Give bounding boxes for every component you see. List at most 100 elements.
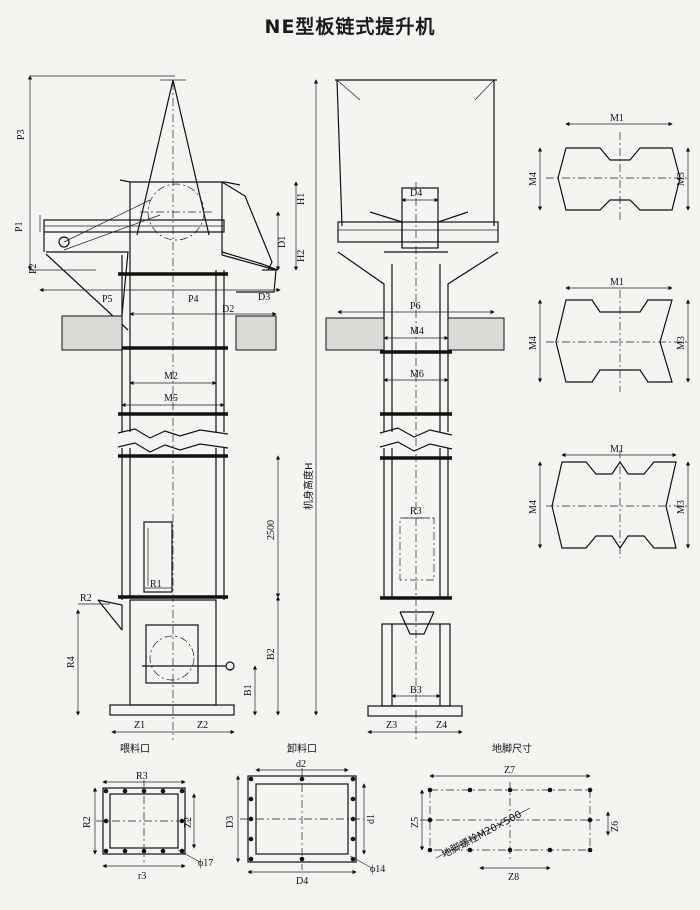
caption-foundation: 地脚尺寸: [492, 742, 532, 755]
bolt-hole: [350, 816, 356, 822]
dimension-labels: P3 P1 P2 P5 P4 D3 D2 H1 H2 D1 M2 M5 机身高度…: [14, 113, 687, 887]
profile-3: [537, 450, 691, 558]
dim-z7: Z7: [504, 765, 515, 776]
bolt-hole: [299, 776, 305, 782]
bolt-hole: [427, 847, 433, 853]
dim-m5: M5: [164, 393, 178, 404]
dim-m6: M6: [410, 369, 424, 380]
profile-2: [537, 285, 691, 392]
dim-m2: M2: [164, 371, 178, 382]
dim-d4-side: D4: [410, 188, 422, 199]
dim-z2-feed: Z2: [183, 817, 194, 828]
dim-b3: B3: [410, 685, 422, 696]
bolt-hole: [122, 788, 128, 794]
dim-m4-side: M4: [410, 326, 424, 337]
bolt-label: 地脚螺栓M20×500: [439, 807, 524, 860]
dim-p3: P3: [16, 129, 27, 140]
bolt-hole: [507, 787, 513, 793]
bolt-hole: [547, 787, 553, 793]
dim-p5: P5: [102, 294, 113, 305]
dim-m3-c: M3: [676, 500, 687, 514]
bolt-hole: [248, 856, 254, 862]
dim-h2: H2: [296, 250, 307, 262]
side-view: [325, 79, 505, 740]
discharge-outlet-detail: [235, 767, 373, 875]
bolt-hole: [248, 816, 254, 822]
dim-m4-c: M4: [528, 500, 539, 514]
bolt-hole: [248, 776, 254, 782]
dim-d1: D1: [277, 236, 288, 248]
dim-d2: D2: [222, 304, 234, 315]
dim-m3-b: M3: [676, 336, 687, 350]
bolt-hole: [179, 848, 185, 854]
dim-z6: Z6: [610, 821, 621, 832]
drawing-title: NE型板链式提升机: [264, 16, 436, 38]
dim-b2: B2: [266, 648, 277, 660]
caption-feed: 喂料口: [120, 742, 150, 755]
dim-m1-a: M1: [610, 113, 624, 124]
dim-r3-feed: R3: [136, 771, 148, 782]
dim-p2: P2: [28, 263, 39, 274]
dim-b1: B1: [243, 684, 254, 696]
dim-phi14: ϕ14: [370, 864, 385, 875]
bolt-hole: [467, 847, 473, 853]
dim-z1: Z1: [134, 720, 145, 731]
bolt-hole: [350, 776, 356, 782]
bolt-hole: [103, 788, 109, 794]
bolt-hole: [350, 856, 356, 862]
bolt-hole: [179, 818, 185, 824]
front-view: [27, 75, 319, 740]
bolt-hole: [427, 817, 433, 823]
dim-m1-c: M1: [610, 444, 624, 455]
bolt-hole: [103, 848, 109, 854]
dim-h1: H1: [296, 193, 307, 205]
bolt-hole: [547, 847, 553, 853]
dim-m4-a: M4: [528, 172, 539, 186]
dim-z5: Z5: [410, 817, 421, 828]
dim-r2-feed: R2: [82, 816, 93, 828]
dim-z4: Z4: [436, 720, 447, 731]
bolt-hole: [587, 787, 593, 793]
dim-d3-dis: D3: [225, 816, 236, 828]
bolt-hole: [350, 836, 356, 842]
bolt-hole: [299, 856, 305, 862]
foundation-detail: [419, 773, 611, 871]
bolt-hole: [103, 818, 109, 824]
dim-p6: P6: [410, 301, 421, 312]
dim-p4: P4: [188, 294, 199, 305]
dim-r2: R2: [80, 593, 92, 604]
bolt-hole: [427, 787, 433, 793]
bolt-hole: [248, 796, 254, 802]
bolt-hole: [587, 817, 593, 823]
bolt-hole: [467, 787, 473, 793]
profile-1: [537, 121, 691, 222]
caption-discharge: 卸料口: [287, 742, 317, 755]
dim-z8: Z8: [508, 872, 519, 883]
dim-r4: R4: [66, 656, 77, 668]
dim-z3: Z3: [386, 720, 397, 731]
feed-inlet-detail: [92, 779, 201, 869]
dim-p1: P1: [14, 221, 25, 232]
bolt-hole: [160, 848, 166, 854]
dim-r1: R1: [150, 579, 162, 590]
dim-m3-a: M3: [676, 172, 687, 186]
bolt-hole: [248, 836, 254, 842]
dim-r3-lower: r3: [138, 871, 146, 882]
bolt-hole: [507, 847, 513, 853]
dim-d1-dis: d1: [366, 814, 377, 824]
bolt-hole: [179, 788, 185, 794]
bolt-hole: [350, 796, 356, 802]
dim-m1-b: M1: [610, 277, 624, 288]
dim-r3-side: R3: [410, 506, 422, 517]
bolt-hole: [122, 848, 128, 854]
dim-z2: Z2: [197, 720, 208, 731]
dim-phi17: ϕ17: [198, 858, 213, 869]
dim-2500: 2500: [266, 520, 277, 540]
dim-m4-b: M4: [528, 336, 539, 350]
bolt-hole: [141, 788, 147, 794]
dim-d3: D3: [258, 292, 270, 303]
height-label: 机身高度H: [302, 462, 315, 510]
bolt-hole: [141, 848, 147, 854]
dim-d4-dis: D4: [296, 876, 308, 887]
